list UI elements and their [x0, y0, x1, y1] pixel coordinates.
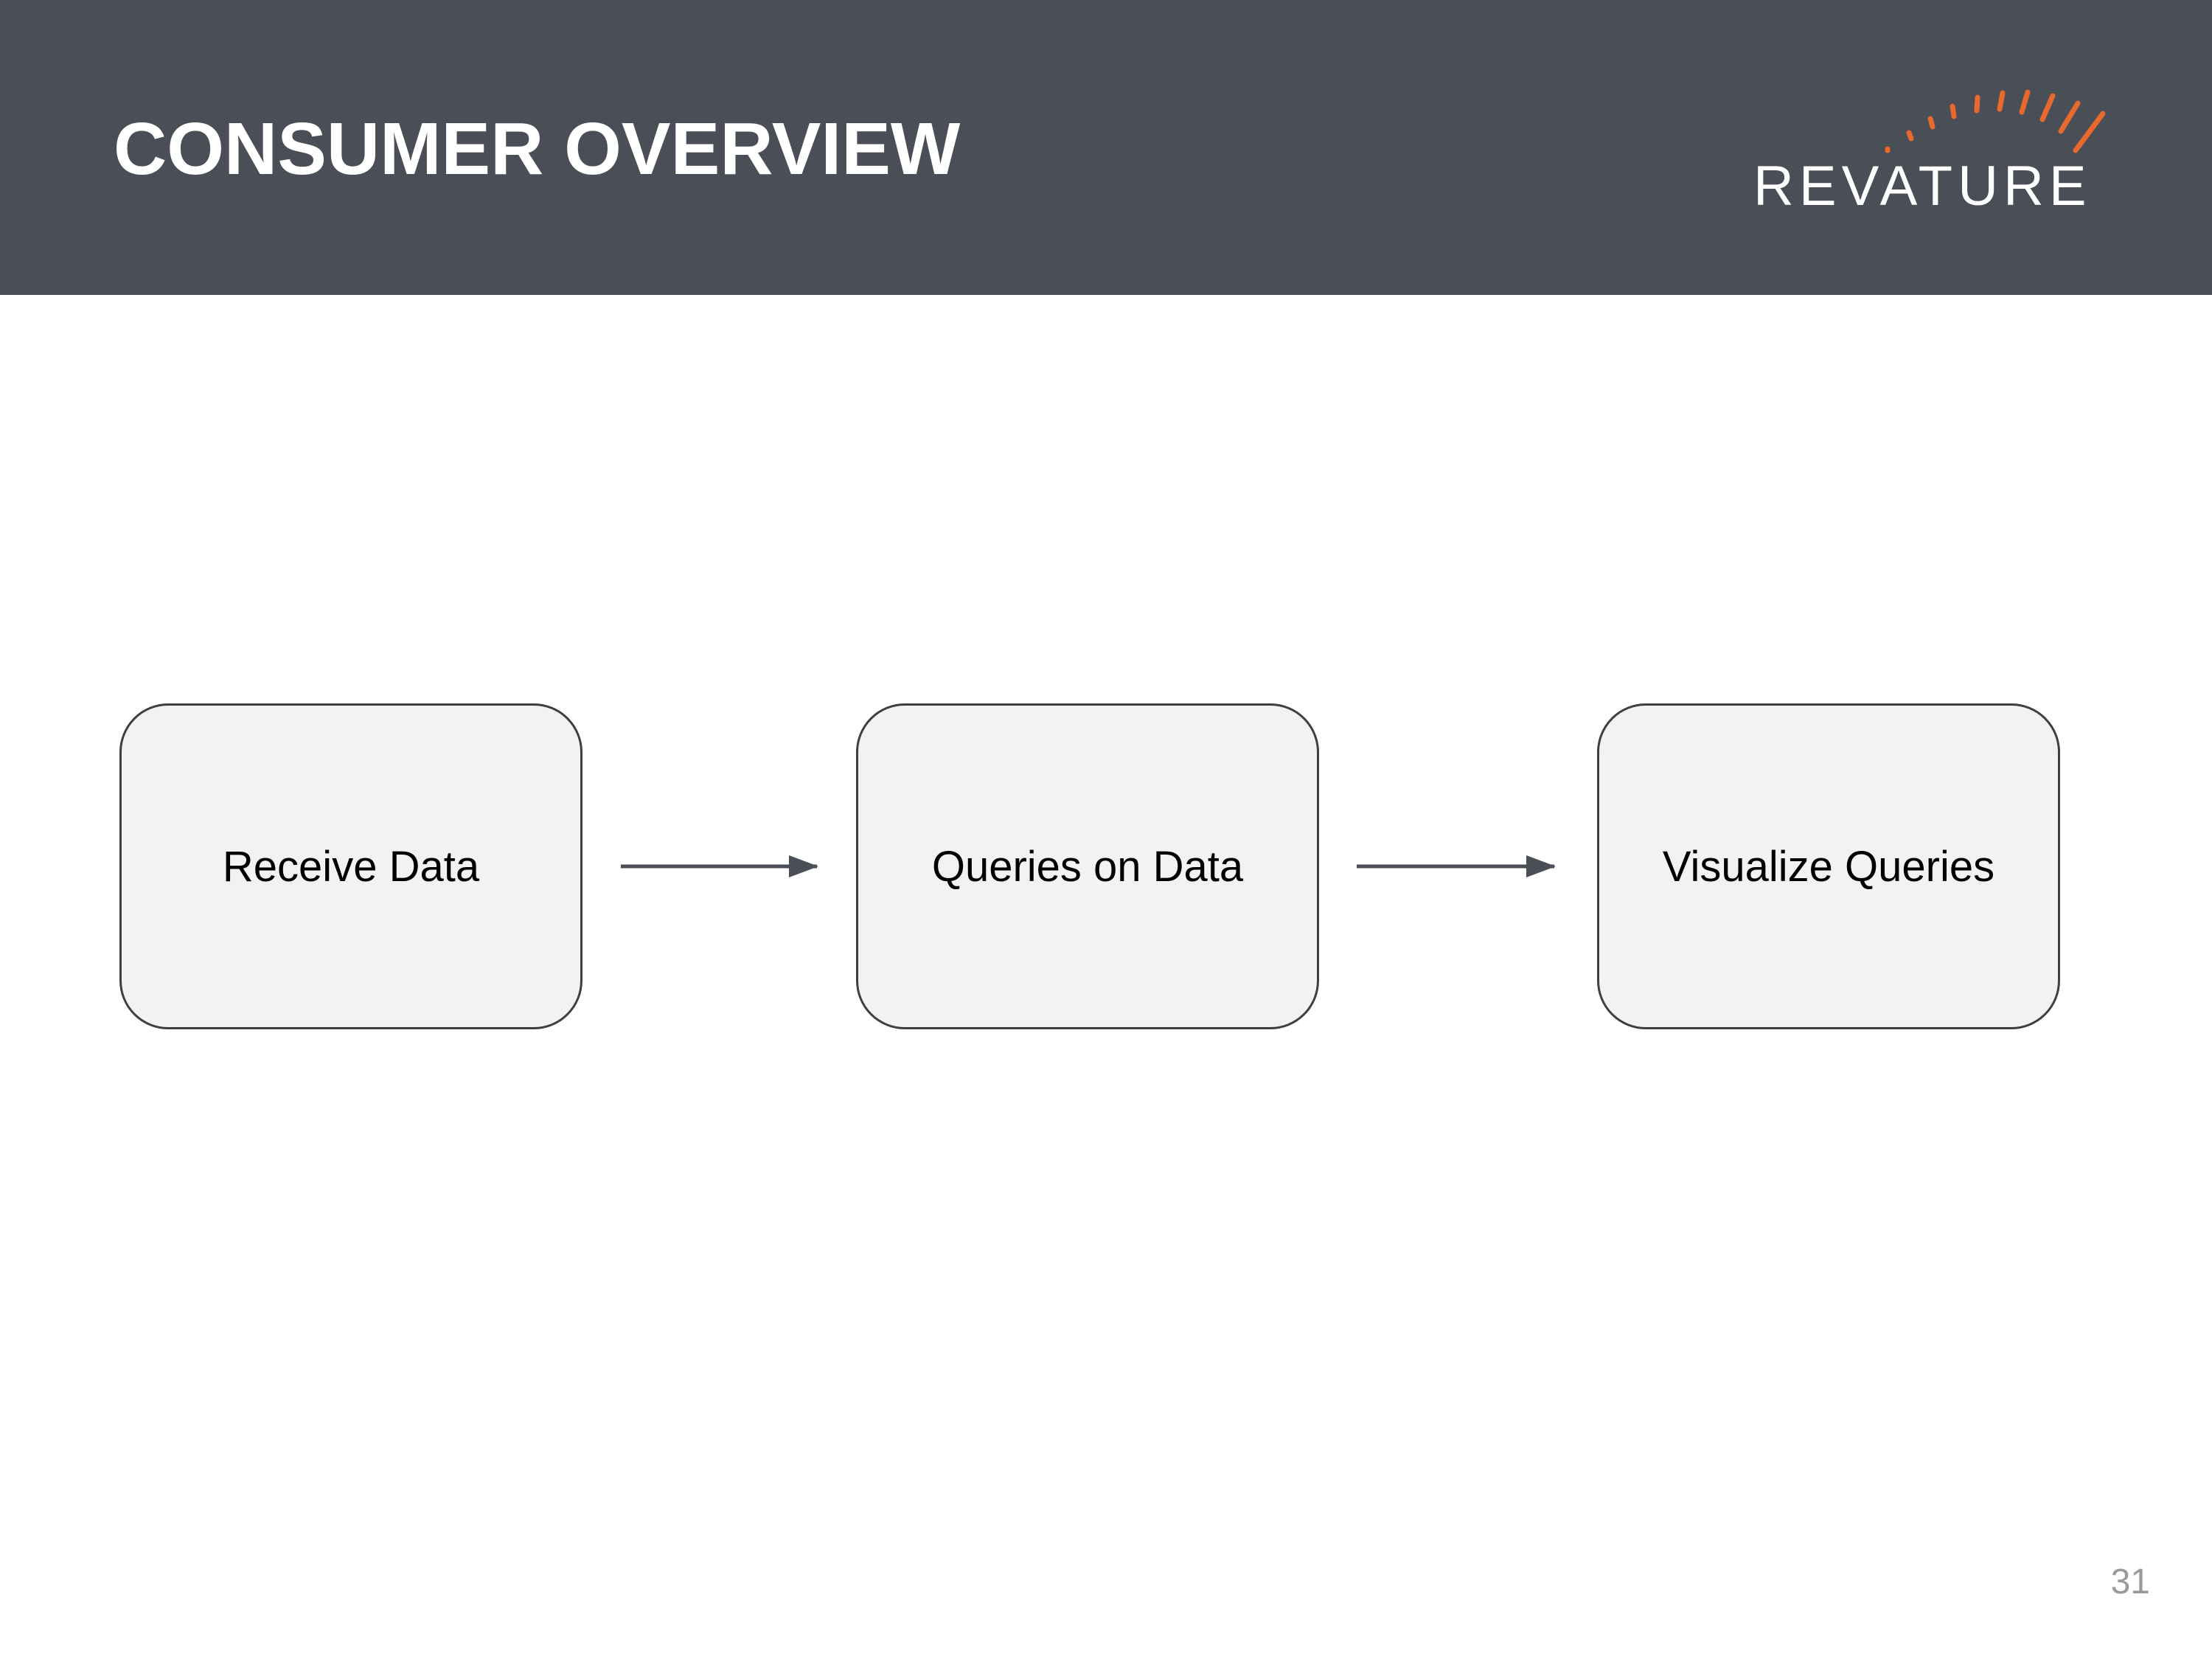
connector-arrow-2	[1357, 855, 1556, 877]
node-receive-data: Receive Data	[119, 703, 582, 1029]
page-number: 31	[2110, 1562, 2150, 1601]
node-queries-on-data: Queries on Data	[856, 703, 1319, 1029]
node-label: Visualize Queries	[1662, 842, 1995, 891]
node-label: Receive Data	[222, 842, 480, 891]
logo-rays-icon	[1885, 89, 2106, 153]
logo-wordmark: REVATURE	[1753, 155, 2092, 218]
connector-arrow-1	[621, 855, 818, 877]
node-label: Queries on Data	[931, 842, 1244, 891]
node-visualize-queries: Visualize Queries	[1597, 703, 2060, 1029]
slide-title: CONSUMER OVERVIEW	[114, 108, 961, 190]
revature-logo: REVATURE	[1740, 74, 2138, 221]
header-bar	[0, 0, 2212, 295]
